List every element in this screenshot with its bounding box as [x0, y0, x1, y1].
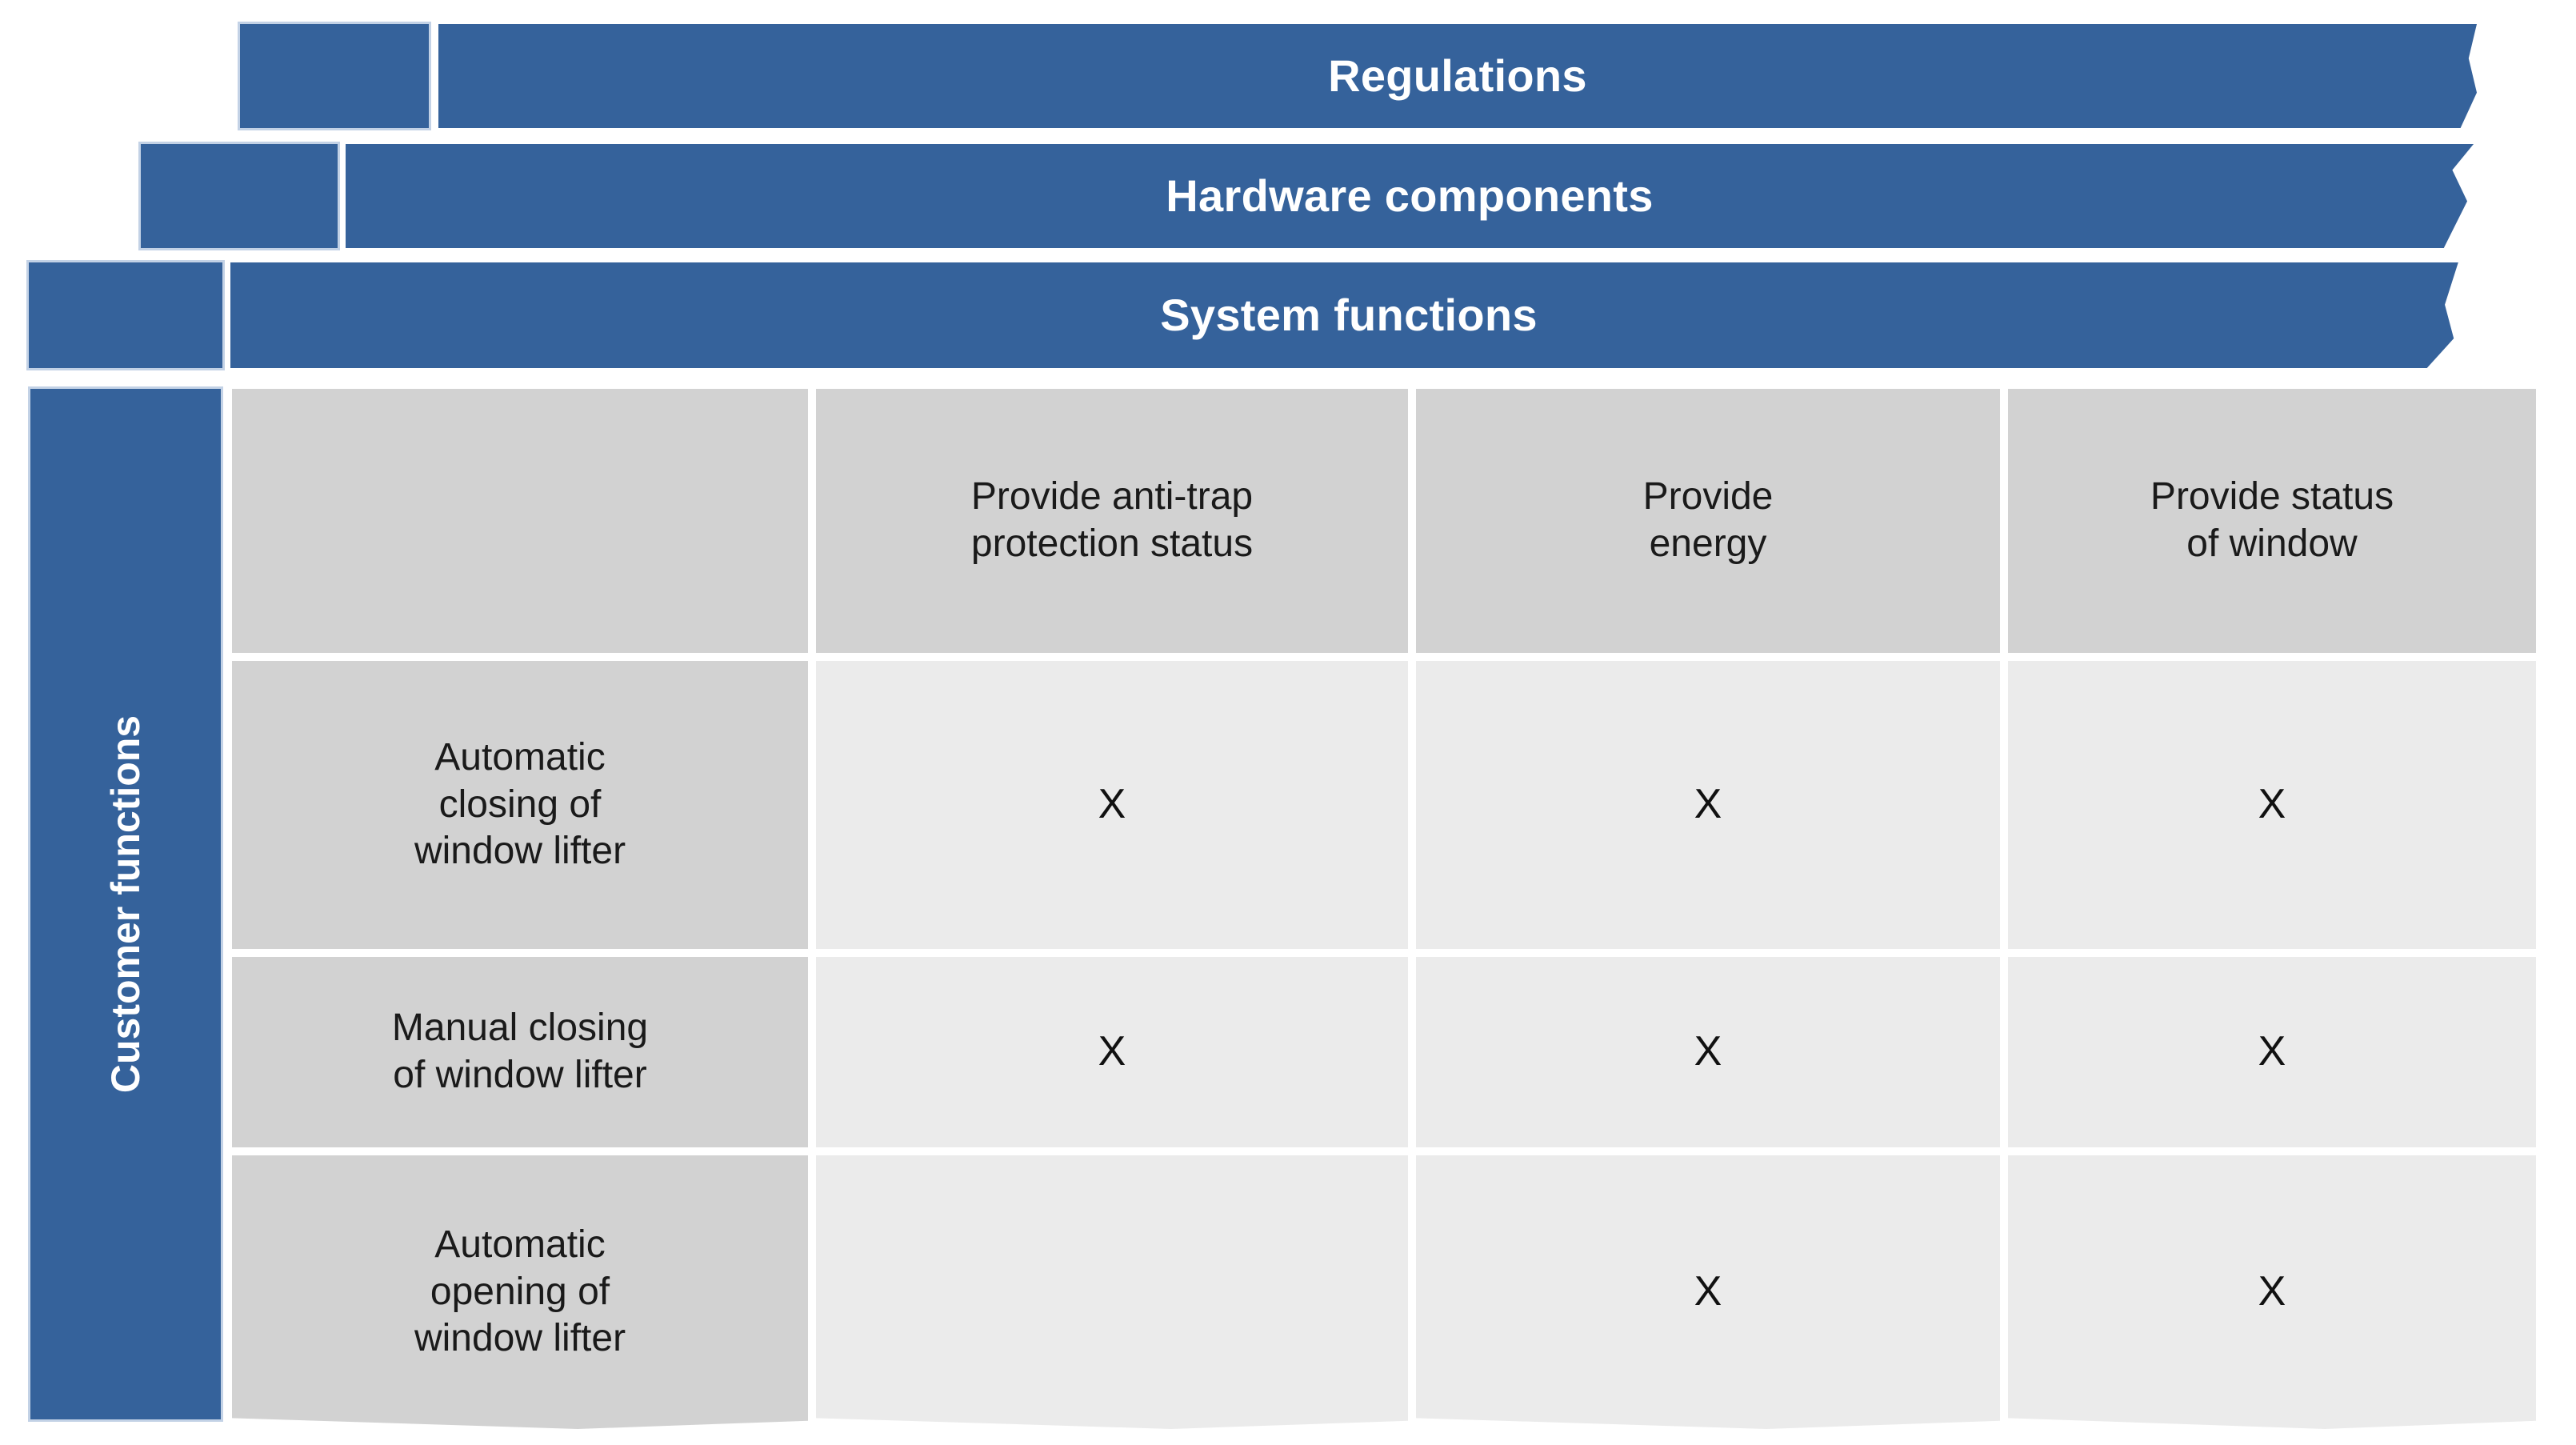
banner-stub-hardware-components — [141, 144, 338, 248]
matrix-cell-r1c0: X — [816, 957, 1408, 1147]
banner-label-system-functions: System functions — [1160, 290, 1538, 340]
banner-row-regulations: Regulations — [0, 24, 2576, 128]
banner-label-hardware-components: Hardware components — [1166, 170, 1654, 221]
matrix-cell-r0c0: X — [816, 661, 1408, 949]
customer-functions-column: Customer functions — [30, 389, 221, 1419]
customer-functions-label: Customer functions — [103, 714, 148, 1094]
banner-bar-system-functions: System functions — [230, 262, 2458, 368]
matrix-cell-r1c1: X — [1416, 957, 2000, 1147]
banner-bar-hardware-components: Hardware components — [346, 144, 2474, 248]
banner-stub-regulations — [240, 24, 429, 128]
banner-bar-regulations: Regulations — [438, 24, 2477, 128]
matrix-cell-r2c1: X — [1416, 1155, 2000, 1429]
banner-row-system-functions: System functions — [0, 262, 2576, 368]
matrix-cell-r1c2: X — [2008, 957, 2536, 1147]
banner-row-hardware-components: Hardware components — [0, 144, 2576, 248]
matrix-cell-r2c2: X — [2008, 1155, 2536, 1429]
matrix-cell-r0c2: X — [2008, 661, 2536, 949]
banner-stub-system-functions — [29, 262, 222, 368]
matrix-cell-r2c0 — [816, 1155, 1408, 1429]
banner-label-regulations: Regulations — [1328, 50, 1587, 101]
matrix-corner-cell — [232, 389, 808, 653]
matrix-cell-r0c1: X — [1416, 661, 2000, 949]
